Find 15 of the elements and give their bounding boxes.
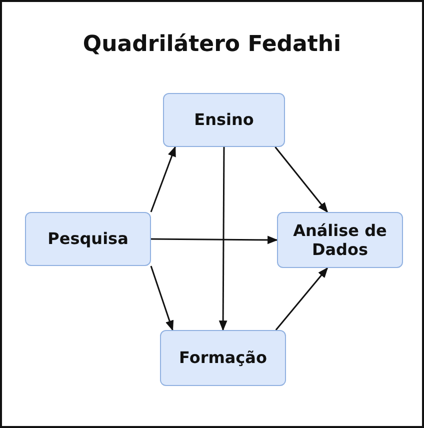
process-box [163, 93, 285, 147]
process-box [277, 212, 403, 268]
process-box [160, 330, 286, 386]
node-label: Análise de Dados [292, 220, 388, 260]
arrow [150, 266, 174, 331]
diagram-title: Quadrilátero Fedathi [82, 32, 342, 57]
arrow [275, 267, 328, 330]
node-label: Ensino [194, 110, 254, 130]
node-label: Pesquisa [48, 229, 128, 249]
arrow [151, 236, 278, 244]
arrow [150, 146, 176, 212]
process-box [25, 212, 151, 266]
node-label: Formação [179, 348, 267, 368]
arrow [218, 147, 228, 332]
arrow [274, 146, 328, 213]
